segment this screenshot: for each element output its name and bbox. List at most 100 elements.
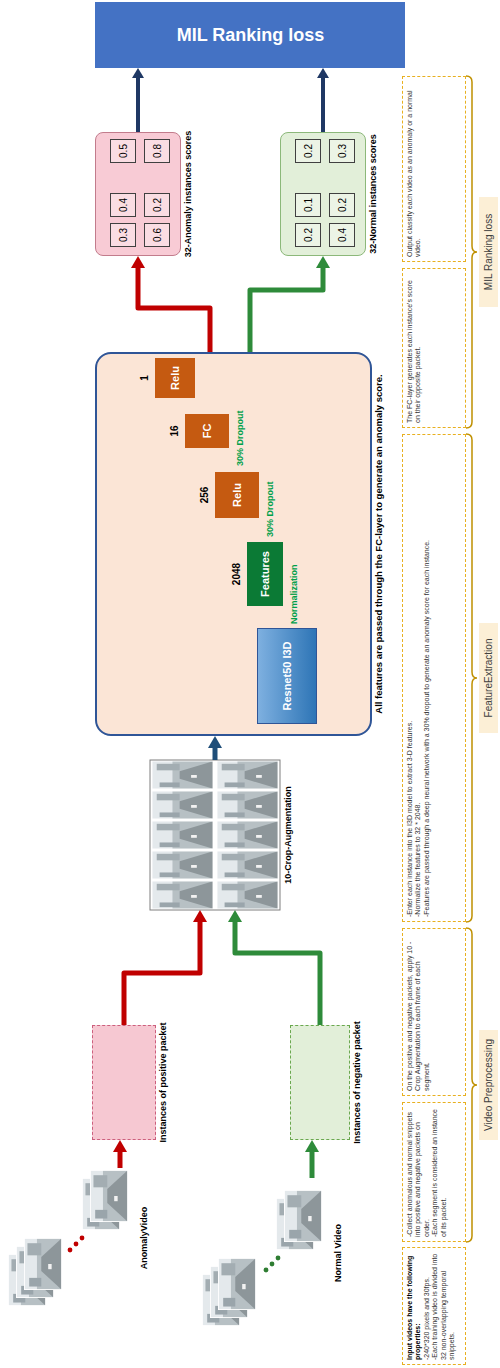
connector-line [310,1152,315,1178]
note-box: -Collect anomalous and normal snippets i… [402,1102,466,1242]
section-brackets [466,76,477,1242]
section-label: MIL Ranking loss [479,197,498,307]
crop-thumb [216,791,279,819]
score-cell: 0.3 [329,139,355,163]
crop-thumb [151,881,214,909]
connector-line [213,748,218,760]
score-cell: 0.5 [110,139,136,163]
positive-packet: Instances of positive packet [92,1025,156,1140]
score-cell: 0.2 [295,139,321,163]
node-label: MIL Ranking loss [483,214,494,290]
normal-video-frames [202,1190,322,1326]
arrow-head [193,910,207,922]
score-value: 0.2 [303,144,314,158]
heading-holder: Instances of positive packet [158,1022,168,1142]
note-text: -Enter each instance into the I3D model … [406,439,414,917]
score-cell: 0.2 [144,193,170,217]
node-heading: All features are passed through the FC-l… [373,359,384,729]
connector-arrow [305,1140,319,1178]
loss-box: MIL Ranking loss [95,2,405,68]
score-value: 0.1 [303,198,314,212]
connector-arrow [250,256,330,352]
note-text: Input videos have the following properti… [406,1252,423,1360]
score-value: 0.2 [303,228,314,242]
note-text: Output classify each video as an anomaly… [406,81,423,257]
score-value: 0.8 [152,144,163,158]
anomaly-video-frames [8,1170,128,1306]
crop-frame [150,760,280,910]
heading-holder: 10-Crop-Augmentation [283,786,293,884]
node-heading: Normal Video [333,1224,343,1282]
edge-label: Normalization [289,562,299,626]
node-heading: Instances of negative packet [352,1021,362,1144]
score-value: 0.4 [337,228,348,242]
label-holder: 16 [169,414,180,448]
connector-arrow [124,910,207,1025]
ellipsis-dot [68,1248,73,1253]
score-value: 0.4 [118,198,129,212]
video-frame [24,1238,62,1290]
ellipsis-dot [80,1236,85,1241]
score-cell: 0.4 [329,223,355,247]
relu-layer: Relu [155,358,195,398]
video-clip: Normal Video [200,1178,330,1328]
crop-thumb [216,851,279,879]
edge-label: 30% Dropout [235,408,245,468]
note-box: Input videos have the following properti… [402,1247,466,1365]
backbone-box: Resnet50 I3D [257,628,317,724]
crop-thumb [151,851,214,879]
score-value: 0.3 [118,228,129,242]
score-value: 0.2 [152,198,163,212]
connector-line [235,922,320,1025]
note-text: -Each segment is considered an instance … [431,1107,448,1237]
node-label: Resnet50 I3D [281,641,294,710]
label-holder: 30% Dropout [265,479,275,539]
connector-line [124,922,200,1025]
connector-line [138,268,210,352]
note-box: -Enter each instance into the I3D model … [402,434,466,922]
negative-packet: Instances of negative packet [290,1025,350,1140]
note-text: The FC-layer generates each instance's s… [406,273,423,423]
label-holder: 256 [199,472,210,518]
node-heading: 32-Normal instances scores [368,134,378,254]
connector-line [321,78,325,132]
note-box: The FC-layer generates each instance's s… [402,268,466,428]
label-holder: Normalization [289,562,299,626]
layer-size: 16 [169,414,180,448]
fc-layer: FC [185,414,229,448]
connector-line [250,268,323,352]
connector-arrow [228,910,320,1025]
arrow-head [131,256,145,268]
score-cell: 0.2 [329,193,355,217]
crop-thumb [151,761,214,789]
node-label: MIL Ranking loss [176,24,324,45]
ellipsis-dot [74,1242,79,1247]
curly-bracket [466,928,477,1242]
layer-size: 1 [139,358,150,398]
note-box: Output classify each video as an anomaly… [402,76,466,262]
node-heading: 32-Anomaly instances scores [183,131,193,258]
score-cell: 0.6 [144,223,170,247]
curly-bracket [466,76,477,428]
note-text: -Normalize the features to 32 * 2048. [414,439,422,917]
note-text: -240*320 pixels and 30fps. [423,1252,431,1360]
crop-thumb [216,821,279,849]
connector-line [136,78,140,132]
node-label: Relu [169,366,181,390]
section-label: FeatureExtraction [479,623,498,733]
note-text: On the positive and negative packets, ap… [406,933,431,1091]
score-value: 0.6 [152,228,163,242]
label-holder: 30% Dropout [235,408,245,468]
section-label: Video Preprocessing [479,1030,498,1140]
curly-bracket [466,434,477,922]
score-cell: 0.3 [110,223,136,247]
note-text: -Features are passed through a deep neur… [423,439,431,917]
ellipsis-dot [264,1268,269,1273]
connector-arrow [208,736,222,760]
node-heading: Instances of positive packet [158,1022,168,1142]
heading-holder: 32-Anomaly instances scores [183,131,193,258]
node-label: FC [201,424,213,439]
normal-score-box: 32-Normal instances scores0.20.10.20.40.… [280,132,366,256]
crop-grid: 10-Crop-Augmentation [150,760,280,910]
